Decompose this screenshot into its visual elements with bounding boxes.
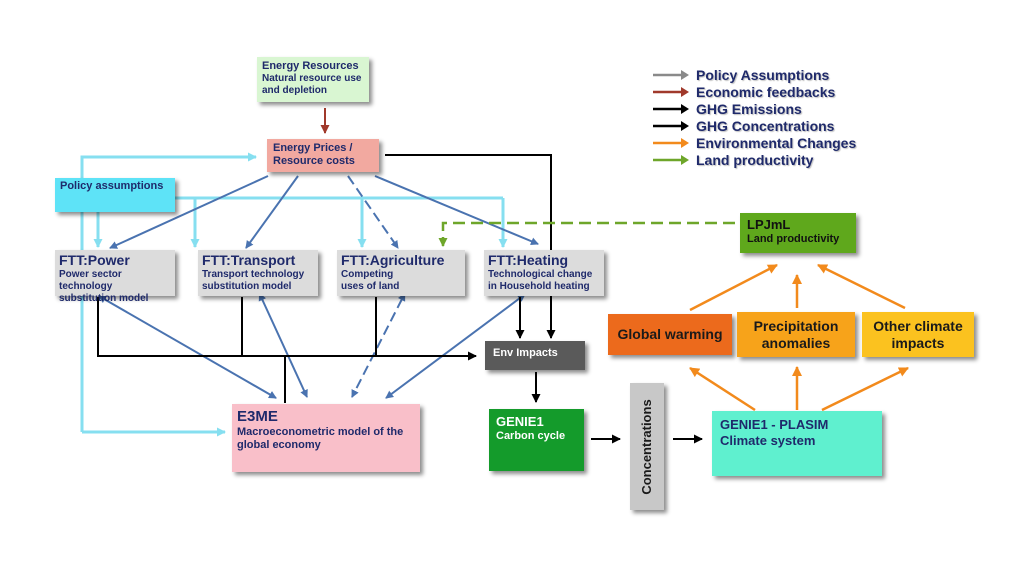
legend-item: GHG Concentrations (652, 117, 856, 134)
legend-label: Environmental Changes (696, 134, 857, 151)
energy-resources-title: Energy Resources (262, 60, 359, 72)
genie1-title: GENIE1 (496, 414, 544, 429)
energy-prices-box: Energy Prices / Resource costs (267, 139, 379, 172)
legend-arrow-icon (653, 86, 689, 97)
legend-label: GHG Concentrations (696, 117, 835, 134)
legend-arrow-icon (653, 120, 689, 131)
ftt-transport-sub: Transport technology substitution model (202, 268, 305, 292)
legend-item: Policy Assumptions (652, 66, 856, 83)
warming-to-lpjml-arrow (689, 263, 778, 312)
ftt-heating-box: FTT:Heating Technological change in Hous… (484, 250, 604, 296)
genie1-plasim-box: GENIE1 - PLASIM Climate system (712, 411, 882, 476)
e3me-sub: Macroeconometric model of the global eco… (237, 426, 404, 452)
other-climate-box: Other climate impacts (862, 312, 974, 357)
ftt-power-box: FTT:Power Power sector technology substi… (55, 250, 175, 304)
lpjml-title: LPJmL (747, 217, 791, 232)
env-impacts-box: Env Impacts (485, 341, 585, 370)
precipitation-title: Precipitation anomalies (753, 317, 839, 351)
legend-arrow-icon (653, 154, 689, 165)
ftt-heating-sub: Technological change in Household heatin… (488, 268, 593, 292)
heating-e3me-arrow (385, 293, 526, 399)
energy-resources-box: Energy Resources Natural resource use an… (257, 57, 369, 102)
global-warming-box: Global warming (608, 314, 732, 355)
policy-arrow-energy-prices (80, 152, 257, 432)
lpjml-box: LPJmL Land productivity (740, 213, 856, 253)
genie1-plasim-title: GENIE1 - PLASIM (720, 417, 829, 432)
ftt-transport-title: FTT:Transport (202, 252, 296, 268)
policy-assumptions-title: Policy assumptions (60, 180, 164, 192)
genie1-plasim-sub: Climate system (720, 432, 816, 448)
lpjml-to-agriculture-arrow (438, 221, 735, 247)
prices-to-agriculture-arrow (347, 175, 399, 249)
policy-assumptions-box: Policy assumptions (55, 178, 175, 212)
ftt-agriculture-title: FTT:Agriculture (341, 252, 445, 268)
ftt-agriculture-sub: Competing uses of land (341, 268, 400, 292)
legend-item: Economic feedbacks (652, 83, 856, 100)
legend-label: Land productivity (696, 151, 814, 168)
plasim-to-warming-arrow (689, 366, 756, 412)
ftt-power-sub: Power sector technology substitution mod… (59, 268, 149, 304)
legend-label: GHG Emissions (696, 100, 802, 117)
transport-e3me-arrow (258, 292, 308, 398)
legend-item: Land productivity (652, 151, 856, 168)
genie1-sub: Carbon cycle (496, 429, 566, 442)
legend-item: Environmental Changes (652, 134, 856, 151)
other-climate-title: Other climate impacts (873, 317, 963, 351)
ftt-transport-box: FTT:Transport Transport technology subst… (198, 250, 318, 296)
lpjml-sub: Land productivity (747, 232, 840, 245)
env-impacts-title: Env Impacts (493, 347, 558, 359)
legend-arrow-icon (653, 69, 689, 80)
prices-to-power-arrow (109, 175, 269, 249)
concentrations-box: Concentrations (630, 383, 664, 510)
plasim-to-other-arrow (821, 366, 909, 412)
energy-resources-sub: Natural resource use and depletion (262, 73, 362, 97)
legend-arrow-icon (653, 137, 689, 148)
ftt-power-title: FTT:Power (59, 252, 130, 268)
e3me-title: E3ME (237, 408, 278, 425)
prices-to-heating-arrow (374, 175, 539, 245)
legend-label: Policy Assumptions (696, 66, 830, 83)
prices-to-env-arrow (385, 154, 556, 339)
emissions-bus (97, 297, 477, 361)
concentrations-label: Concentrations (639, 398, 655, 495)
legend-arrow-icon (653, 103, 689, 114)
ftt-agriculture-box: FTT:Agriculture Competing uses of land (337, 250, 465, 296)
global-warming-title: Global warming (617, 326, 723, 343)
genie1-box: GENIE1 Carbon cycle (489, 409, 584, 471)
precipitation-box: Precipitation anomalies (737, 312, 855, 357)
legend-item: GHG Emissions (652, 100, 856, 117)
legend-label: Economic feedbacks (696, 83, 836, 100)
energy-prices-title: Energy Prices / Resource costs (273, 142, 355, 168)
e3me-box: E3ME Macroeconometric model of the globa… (232, 404, 420, 472)
prices-to-transport-arrow (245, 175, 299, 249)
power-e3me-arrow (97, 295, 277, 399)
ftt-heating-title: FTT:Heating (488, 252, 569, 268)
other-to-lpjml-arrow (817, 263, 906, 310)
